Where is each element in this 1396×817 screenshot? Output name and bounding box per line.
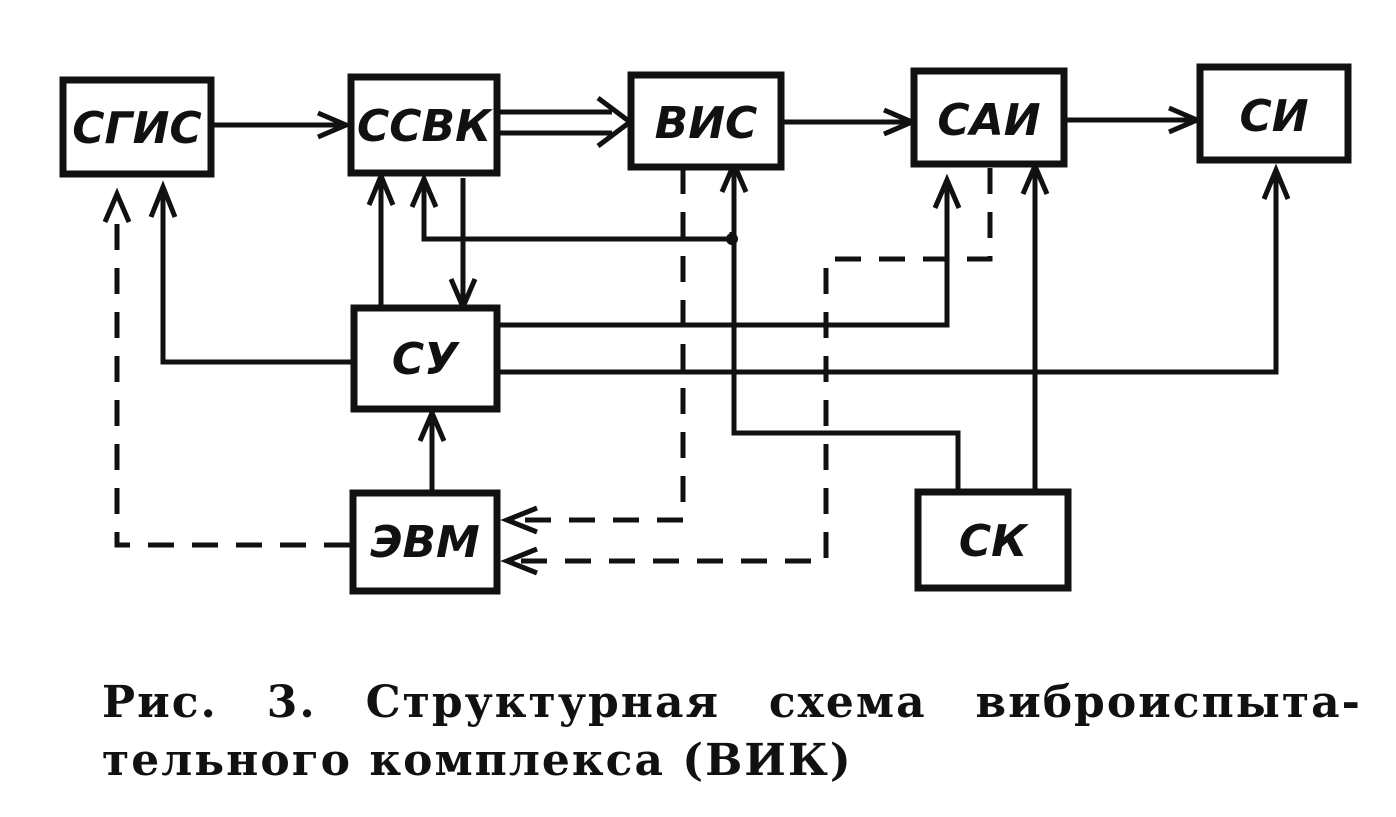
block-si-label: СИ	[1239, 91, 1308, 142]
arrowhead-sai-evm	[500, 546, 538, 576]
arrowhead-su-si	[1261, 163, 1291, 200]
block-vis: ВИС	[627, 71, 785, 171]
arrowhead-sgis-ssvk	[317, 110, 353, 140]
block-sai-label: САИ	[937, 95, 1040, 146]
dashed-link-evm-to-sgis	[114, 208, 350, 548]
block-sgis-label: СГИС	[72, 103, 201, 154]
block-sai: САИ	[910, 67, 1068, 168]
link-vis-to-ssvk	[421, 185, 735, 242]
link-sk-to-vis	[731, 168, 961, 492]
block-vis-label: ВИС	[655, 98, 758, 149]
block-su-label: СУ	[392, 334, 460, 385]
block-sk: СК	[914, 488, 1072, 592]
junction-dot	[726, 233, 738, 245]
caption-word-2: 3.	[266, 677, 317, 728]
block-evm-label: ЭВМ	[370, 517, 480, 568]
block-sk-label: СК	[959, 516, 1029, 567]
block-sgis: СГИС	[59, 76, 215, 178]
dashed-link-sai-to-evm	[513, 168, 993, 564]
link-su-to-sgis	[160, 193, 354, 365]
dashed-link-vis-to-evm	[513, 168, 686, 523]
arrowhead-su-sai	[932, 173, 962, 209]
caption-word-3: Структурная	[365, 677, 720, 728]
caption-word-5: виброиспыта-	[975, 677, 1362, 728]
arrowhead-evm-sgis	[102, 187, 132, 223]
arrowhead-evm-su	[417, 406, 447, 442]
arrowhead-double-vis	[596, 96, 635, 148]
link-su-to-sai	[497, 186, 950, 328]
block-ssvk: ССВК	[347, 73, 501, 177]
arrowhead-su-sgis	[148, 180, 178, 218]
caption-word-1: Рис.	[102, 677, 218, 728]
block-evm: ЭВМ	[349, 489, 501, 595]
block-ssvk-label: ССВК	[357, 101, 493, 152]
block-si: СИ	[1196, 63, 1352, 164]
figure-caption: Рис. 3. Структурная схема виброиспыта- т…	[102, 674, 1362, 790]
caption-word-4: схема	[768, 677, 927, 728]
link-su-to-si	[497, 176, 1279, 375]
block-su: СУ	[350, 304, 501, 413]
arrowhead-vis-ssvk	[409, 172, 439, 208]
caption-line-2: тельного комплекса (ВИК)	[102, 735, 853, 786]
caption-line-1: Рис. 3. Структурная схема виброиспыта-	[102, 674, 1362, 732]
arrowhead-vis-evm	[500, 505, 538, 535]
